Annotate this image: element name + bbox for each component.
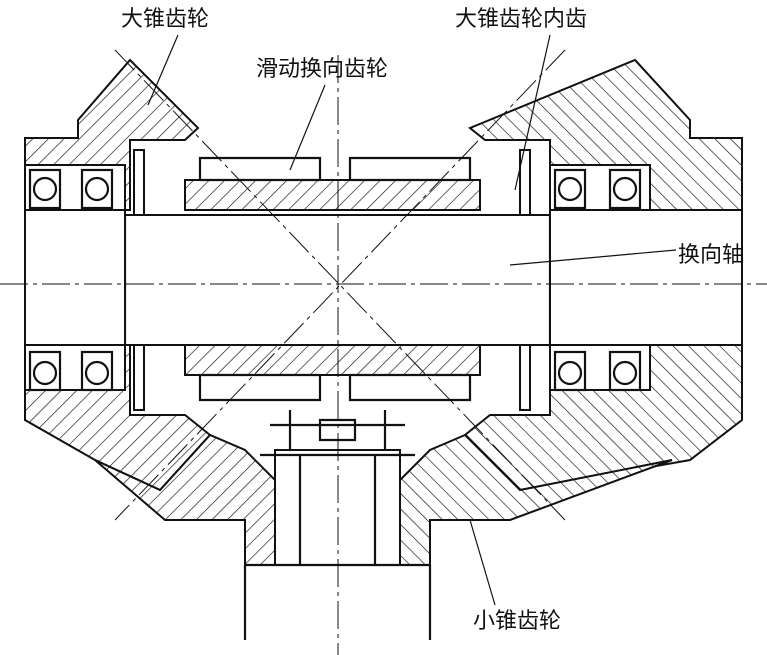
sliding-reversing-gear (184, 156, 481, 402)
label-sliding-gear: 滑动换向齿轮 (256, 57, 388, 82)
left-top-bearing (28, 168, 114, 210)
leader-lines (147, 34, 677, 606)
label-big-bevel-gear: 大锥齿轮 (121, 7, 209, 32)
right-top-bearing (553, 168, 642, 210)
right-bottom-bearing (553, 350, 642, 392)
left-housing (24, 58, 212, 492)
left-bottom-bearing (28, 350, 114, 392)
center-lines (0, 49, 767, 655)
label-big-bevel-gear-inner: 大锥齿轮内齿 (455, 7, 587, 32)
reversing-shaft (24, 209, 743, 346)
label-small-bevel-gear: 小锥齿轮 (473, 609, 561, 634)
spacer-rings (133, 149, 531, 411)
label-reversing-shaft: 换向轴 (678, 243, 744, 268)
small-bevel-gear-body (94, 410, 673, 566)
